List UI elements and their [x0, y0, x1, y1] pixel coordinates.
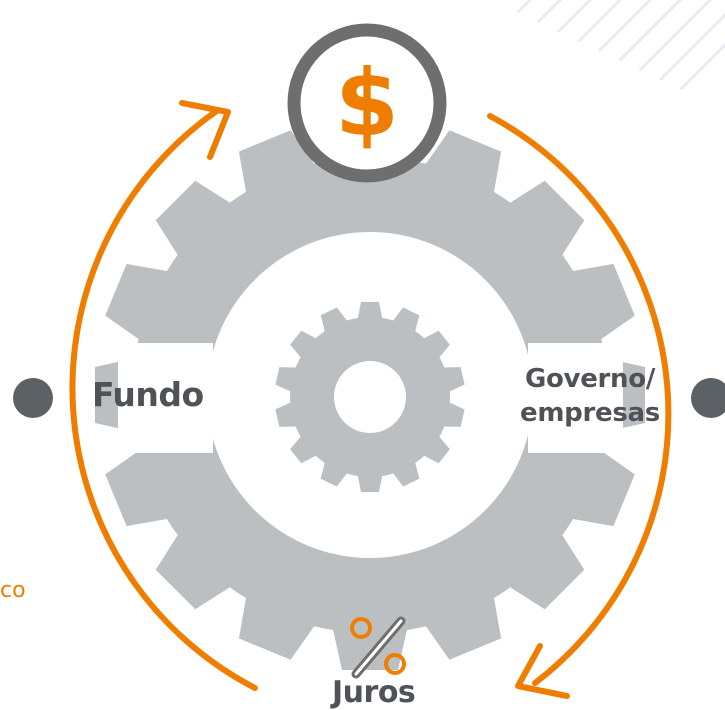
decorative-stripes [490, 0, 725, 110]
gear-tooth [420, 433, 450, 464]
left-arrowhead [179, 100, 231, 160]
gear-tooth [422, 130, 502, 197]
gear-tooth [420, 330, 450, 361]
gear-tooth [390, 458, 420, 487]
gear-tooth [105, 447, 172, 527]
edge-text-fragment: co [0, 578, 26, 603]
juros-label: Juros [332, 675, 416, 710]
gear-tooth [155, 180, 235, 260]
small-gear-hole [334, 361, 406, 433]
gear-tooth [505, 530, 585, 610]
cycle-arrows [69, 100, 672, 699]
gear-tooth [505, 180, 585, 260]
fundo-label: Fundo [92, 375, 204, 414]
governo-label-line1: Governo/ [524, 364, 656, 394]
right-node-dot [691, 378, 725, 418]
gear-tooth [155, 530, 235, 610]
gear-tooth [422, 593, 502, 660]
gear-tooth [105, 263, 172, 343]
gear-tooth [440, 367, 465, 393]
gear-tooth [290, 330, 320, 361]
gear-tooth [568, 447, 635, 527]
gear-tooth [440, 401, 465, 427]
gear-tooth [238, 593, 318, 660]
percent-icon [350, 616, 406, 679]
gear-tooth [320, 307, 350, 336]
governo-label-line2: empresas [520, 398, 660, 428]
gear-left-band [118, 343, 213, 453]
gear-right-band [528, 343, 623, 453]
gear-tooth [320, 458, 350, 487]
gear-tooth [390, 307, 420, 336]
left-arc [69, 107, 258, 691]
gear-tooth [275, 401, 300, 427]
right-arc [487, 113, 672, 686]
gear-tooth [357, 472, 383, 492]
gear-tooth [238, 130, 318, 197]
gear-tooth [568, 263, 635, 343]
left-node-dot [13, 378, 53, 418]
dollar-coin: $ [287, 23, 447, 183]
dollar-sign-icon: $ [335, 50, 399, 157]
governo-empresas-label: Governo/ empresas [505, 362, 675, 430]
gear-tooth [357, 302, 383, 322]
right-arrowhead [515, 643, 570, 699]
gear-tooth [275, 367, 300, 393]
gear-tooth [290, 433, 320, 464]
